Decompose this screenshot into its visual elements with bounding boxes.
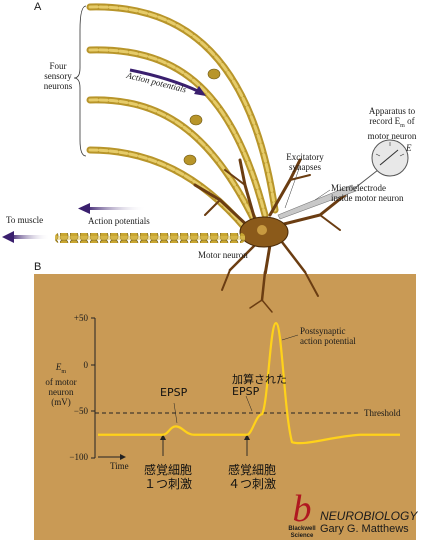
y-axis-label: Em of motor neuron (mV) (45, 362, 77, 407)
microelectrode-label: Microelectrode inside motor neuron (331, 183, 404, 203)
book-author: Gary G. Matthews (320, 523, 409, 535)
y-tick-0: 0 (83, 360, 89, 370)
action-potential-arrow-top (129, 68, 201, 94)
action-potentials-left-label: Action potentials (88, 216, 150, 226)
action-potential-arrow-left (86, 207, 146, 210)
stimulus-4-label: 感覚細胞 ４つ刺激 (227, 463, 276, 491)
meter-symbol: E (406, 143, 412, 153)
neuron-illustration (2, 3, 409, 277)
sensory-cell-body-1 (207, 68, 221, 80)
motor-neuron-label: Motor neuron (198, 250, 248, 260)
panel-b-background (34, 274, 416, 540)
book-title: NEUROBIOLOGY (320, 509, 418, 523)
panel-a-letter: A (34, 1, 42, 13)
logo-letter: b (292, 488, 312, 530)
sensory-cell-body-2 (189, 114, 203, 126)
microelectrode (277, 184, 357, 220)
panel-b-letter: B (34, 261, 42, 273)
membrane-potential-trace (98, 322, 400, 445)
apparatus-label: Apparatus to record Em of motor neuron (367, 106, 417, 141)
y-tick-minus50: −50 (73, 406, 88, 416)
four-sensory-neurons-label: Four sensory neurons (43, 61, 73, 91)
meter-icon (371, 139, 409, 177)
excitatory-synapses-label: Excitatory synapses (286, 152, 324, 172)
to-muscle-arrow (10, 235, 50, 239)
postsynaptic-ap-label: Postsynaptic action potential (300, 326, 356, 346)
threshold-label: Threshold (364, 408, 401, 418)
epsp-label: EPSP (160, 386, 188, 399)
publisher-logo: b Blackwell Science (282, 488, 322, 540)
dendrites (193, 158, 347, 277)
sensory-brace (73, 5, 87, 157)
y-axis-ticks (91, 317, 95, 459)
stimulus-1-label: 感覚細胞 １つ刺激 (143, 463, 192, 491)
y-tick-minus100: −100 (69, 452, 88, 462)
summed-epsp-label: 加算された EPSP (232, 373, 287, 398)
y-tick-plus50: +50 (73, 313, 88, 323)
sensory-cell-body-3 (183, 154, 197, 166)
to-muscle-label: To muscle (6, 215, 44, 225)
time-label: Time (110, 461, 129, 471)
